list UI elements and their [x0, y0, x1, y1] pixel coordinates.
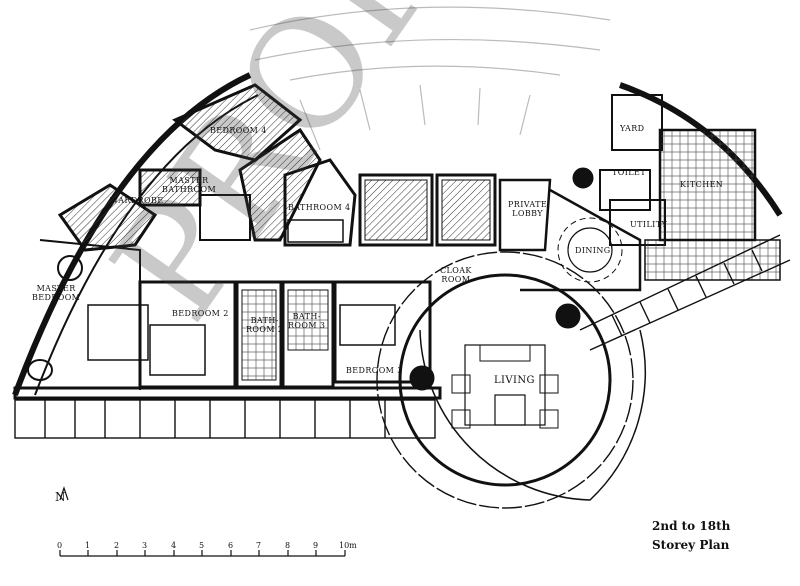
living-round [376, 251, 646, 509]
scale-tick-6: 6 [228, 541, 234, 550]
scale-tick-4: 4 [171, 541, 177, 550]
label-bathroom-3: BATH- ROOM 3 [288, 312, 326, 330]
adjacent-wing [249, 6, 611, 151]
column-left [409, 365, 435, 391]
core-walls [57, 83, 322, 252]
scale-tick-0: 0 [57, 541, 63, 550]
scale-tick-1: 1 [85, 541, 91, 550]
scale-tick-10: 10m [339, 541, 357, 550]
label-bathroom-2: BATH- ROOM 2 [246, 316, 284, 334]
label-wardrobe: WARDROBE [110, 196, 164, 205]
balcony-left [14, 399, 436, 439]
label-bedroom-2: BEDROOM 2 [172, 309, 229, 318]
scale-tick-7: 7 [256, 541, 262, 550]
scale-tick-5: 5 [199, 541, 205, 550]
north-label: N [55, 490, 66, 504]
scale-bar [59, 550, 346, 557]
label-living: LIVING [494, 375, 535, 386]
dining-lobby [498, 178, 642, 292]
master-bedroom-block [13, 239, 442, 400]
label-toilet: TOILET [612, 168, 646, 177]
label-yard: YARD [620, 124, 645, 133]
scale-tick-2: 2 [114, 541, 120, 550]
balcony-right [579, 234, 791, 351]
label-bedroom-3: BEDROOM 3 [346, 366, 403, 375]
label-bathroom-4: BATHROOM 4 [288, 203, 351, 212]
label-dining: DINING [575, 246, 611, 255]
label-kitchen: KITCHEN [680, 180, 724, 189]
label-private-lobby: PRIVATE LOBBY [508, 200, 548, 218]
scale-tick-3: 3 [142, 541, 148, 550]
plan-caption: 2nd to 18th Storey Plan [652, 519, 731, 552]
kitchen-wing [572, 82, 783, 281]
scale-tick-9: 9 [313, 541, 319, 550]
upper-rooms [199, 158, 497, 247]
label-cloak-room: CLOAK ROOM [440, 266, 472, 284]
label-bedroom-4: BEDROOM 4 [210, 126, 267, 135]
column-right [555, 303, 581, 329]
north-arrow [59, 486, 69, 501]
label-master-bathroom: MASTER BATHROOM [162, 176, 217, 194]
label-master-bedroom: MASTER BEDROOM [32, 284, 81, 302]
scale-tick-8: 8 [285, 541, 291, 550]
label-utility: UTILITY [630, 220, 668, 229]
